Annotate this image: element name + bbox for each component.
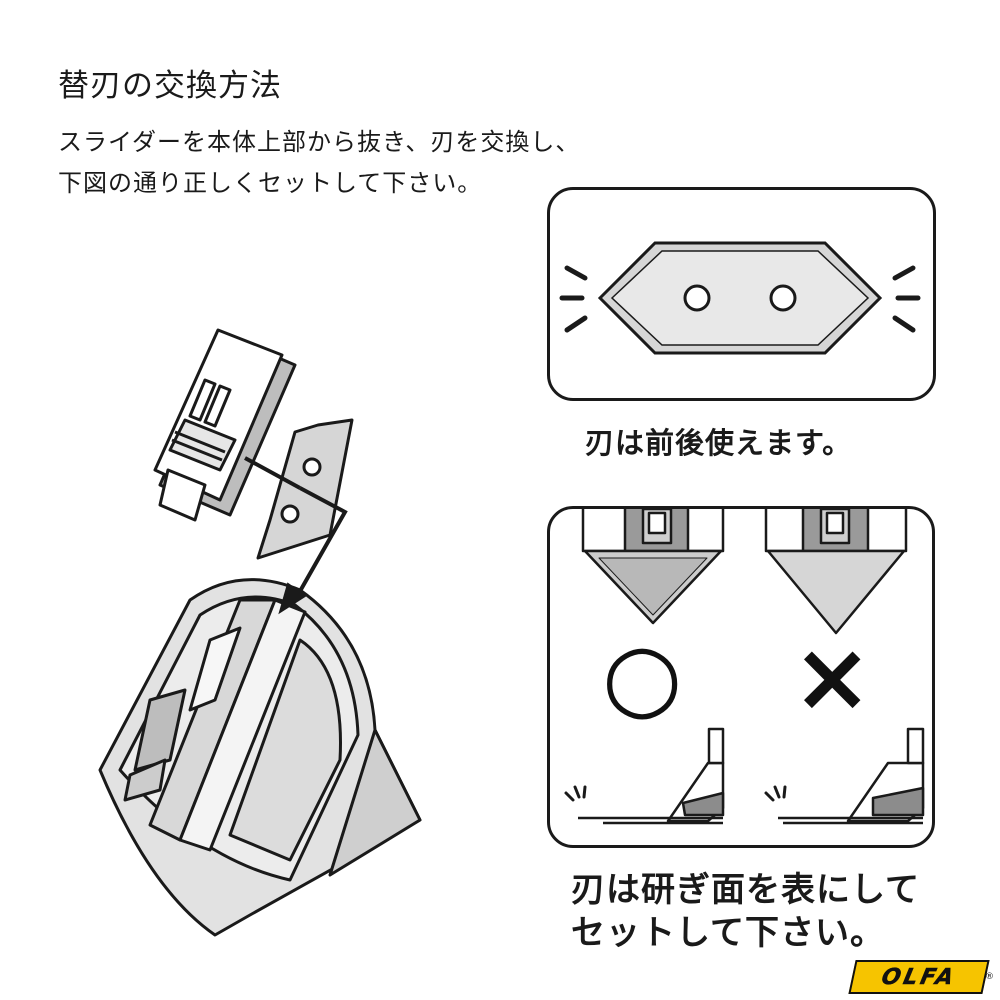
insert-arrow [244, 456, 348, 615]
blade-orientation-art [564, 509, 925, 845]
wrong-side-view [764, 727, 925, 825]
wrong-mark: × [792, 621, 873, 733]
ground-side-caption-line-1: 刃は研ぎ面を表にして [571, 870, 920, 910]
reversible-caption: 刃は前後使えます。 [585, 426, 853, 460]
correct-example [581, 509, 725, 625]
wrong-example [764, 509, 908, 635]
blade-orientation-panel: ○ × [547, 506, 935, 848]
instruction-line-1: スライダーを本体上部から抜き、刃を交換し、 [58, 128, 581, 156]
correct-mark: ○ [602, 623, 683, 730]
logo-text: OLFA [879, 964, 959, 990]
olfa-logo: OLFA [848, 960, 990, 994]
registered-mark: ® [985, 972, 994, 982]
correct-side-view [564, 727, 725, 825]
slider-part [153, 328, 297, 522]
ground-side-caption-line-2: セットして下さい。 [571, 913, 885, 953]
instruction-line-2: 下図の通り正しくセットして下さい。 [58, 169, 483, 197]
cutter-body [98, 578, 422, 937]
page-title: 替刃の交換方法 [58, 68, 282, 104]
